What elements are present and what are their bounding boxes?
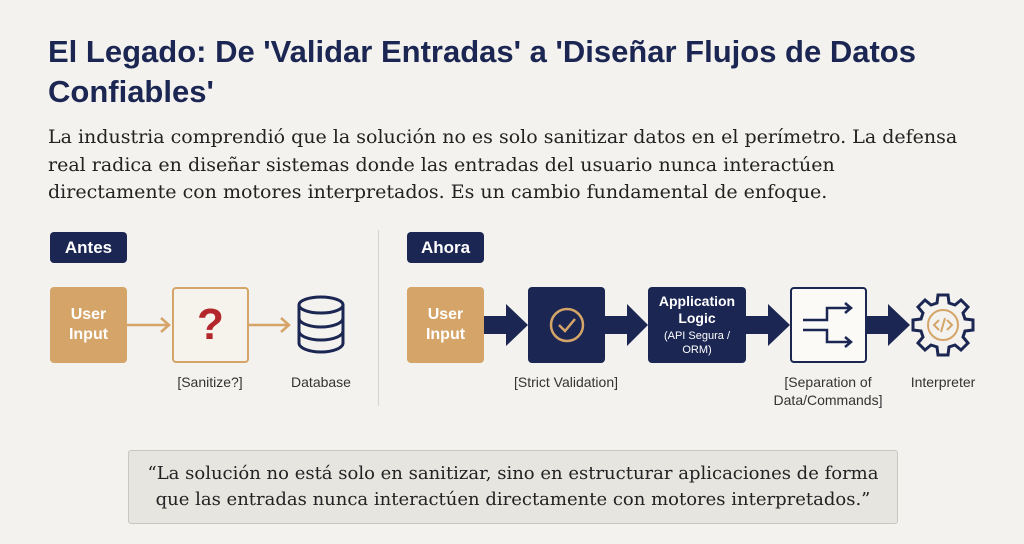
validation-box bbox=[528, 287, 605, 363]
app-logic-subtitle: (API Segura / ORM) bbox=[663, 330, 731, 356]
intro-paragraph: La industria comprendió que la solución … bbox=[48, 126, 958, 203]
validation-label: [Strict Validation] bbox=[513, 374, 618, 390]
user-input-label: User Input bbox=[425, 306, 466, 343]
app-logic-title: Application Logic bbox=[658, 293, 736, 326]
user-input-label: User Input bbox=[68, 306, 109, 343]
thick-arrow-icon bbox=[866, 304, 910, 346]
page-title: El Legado: De 'Validar Entradas' a 'Dise… bbox=[48, 34, 916, 109]
quote-box: “La solución no está solo en sanitizar, … bbox=[128, 450, 898, 524]
question-mark-icon: ? bbox=[197, 300, 224, 349]
divider bbox=[378, 230, 379, 406]
before-user-input-box: User Input bbox=[50, 287, 127, 363]
sanitize-label: [Sanitize?] bbox=[177, 374, 243, 390]
separation-label: [Separation of Data/Commands] bbox=[773, 374, 883, 408]
checkmark-circle-icon bbox=[549, 307, 584, 343]
after-badge: Ahora bbox=[407, 232, 484, 263]
database-label: Database bbox=[291, 374, 351, 390]
thick-arrow-icon bbox=[605, 304, 648, 346]
interpreter-label: Interpreter bbox=[910, 374, 976, 390]
thin-arrow-icon bbox=[249, 317, 291, 333]
app-logic-box: Application Logic (API Segura / ORM) bbox=[648, 287, 746, 363]
quote-text: “La solución no está solo en sanitizar, … bbox=[147, 463, 879, 510]
thin-arrow-icon bbox=[127, 317, 171, 333]
before-badge: Antes bbox=[50, 232, 127, 263]
thick-arrow-icon bbox=[484, 304, 528, 346]
gear-code-icon bbox=[911, 293, 975, 357]
database-icon bbox=[297, 295, 345, 354]
split-arrows-icon bbox=[802, 302, 853, 348]
separation-box bbox=[790, 287, 867, 363]
thick-arrow-icon bbox=[746, 304, 790, 346]
after-user-input-box: User Input bbox=[407, 287, 484, 363]
sanitize-box: ? bbox=[172, 287, 249, 363]
